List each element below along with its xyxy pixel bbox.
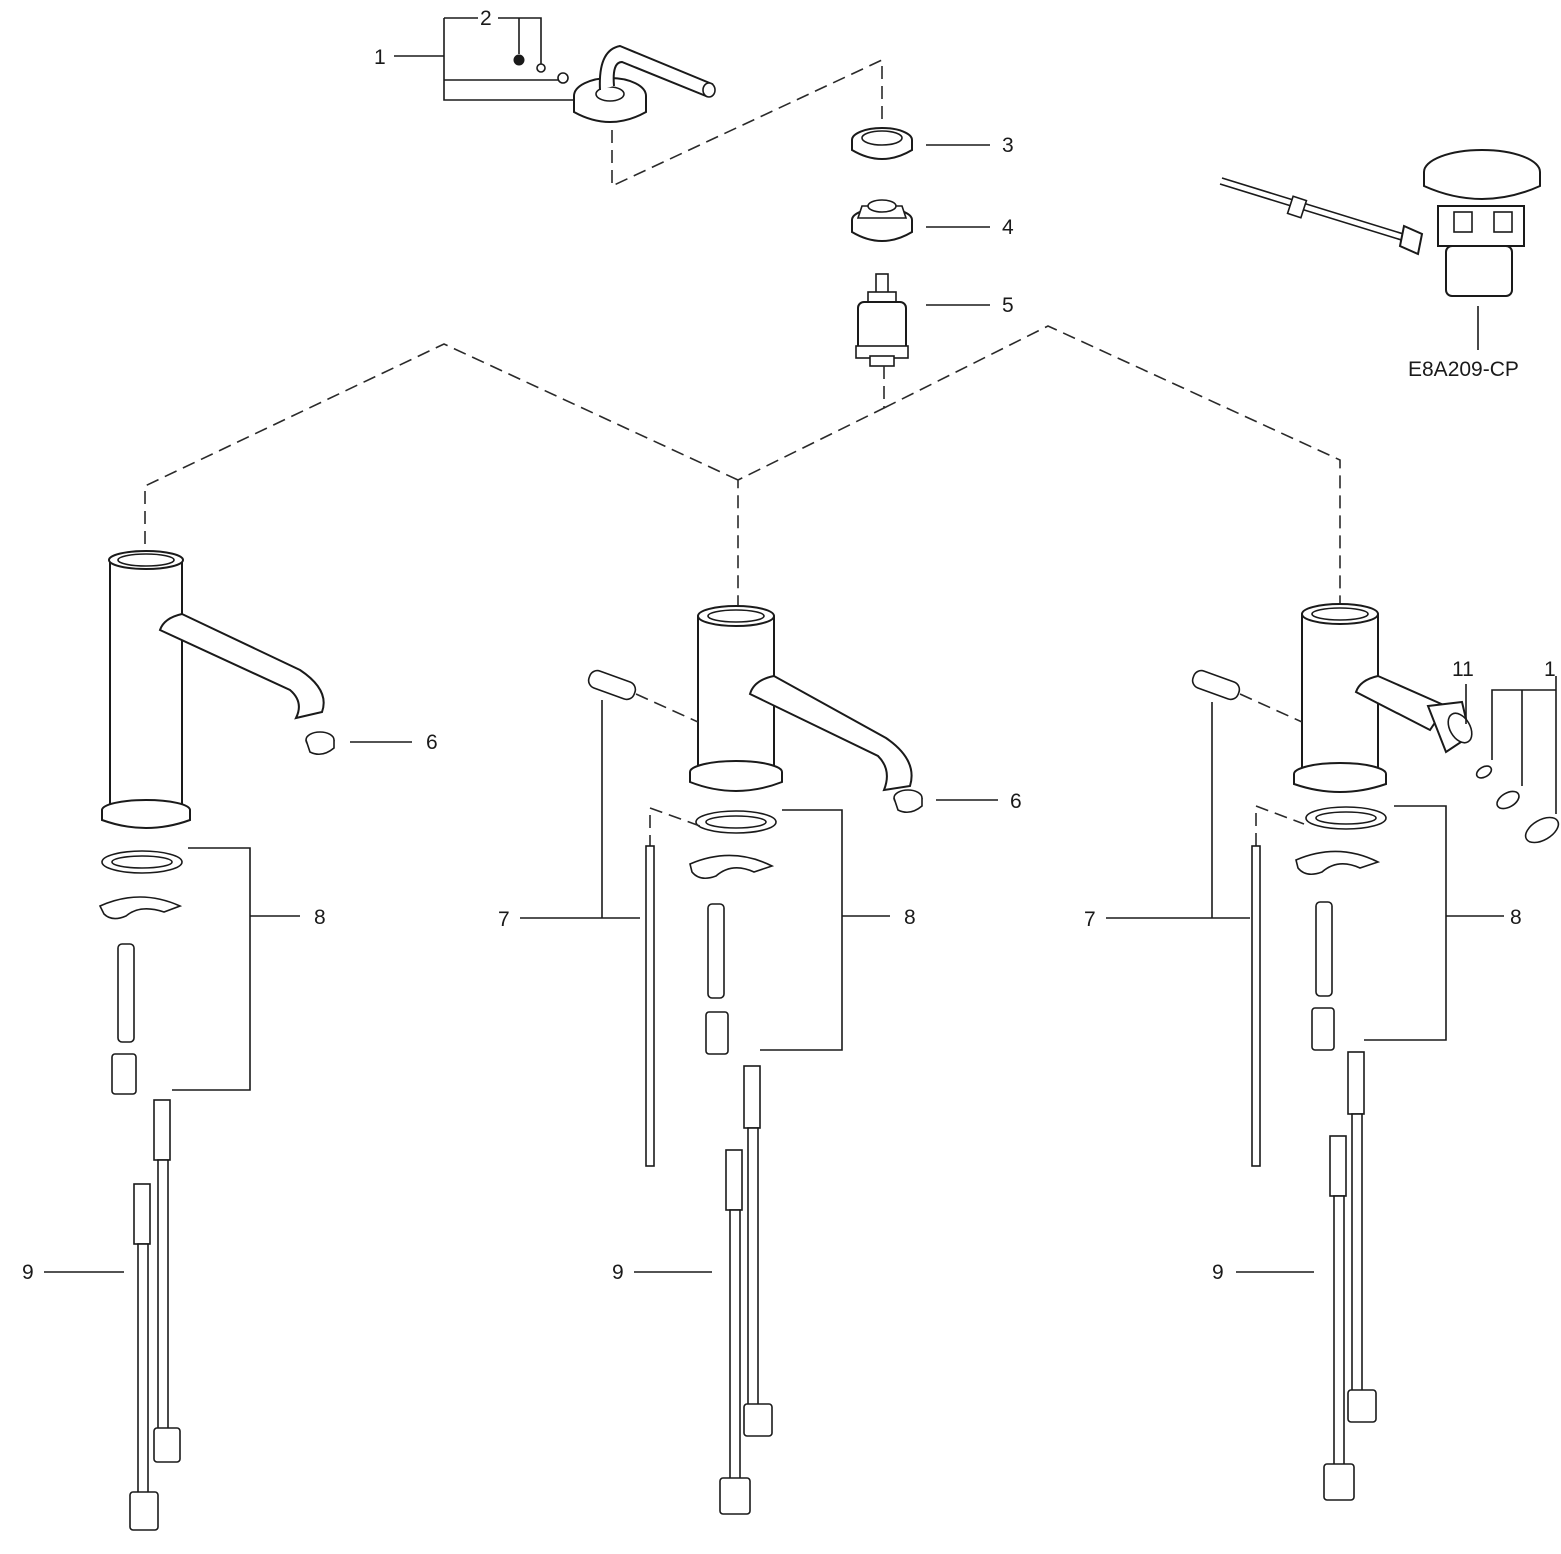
callout-4-label: 4 [1002, 216, 1014, 239]
callout-7-right-label: 7 [1084, 908, 1096, 931]
callout-11: 11 [1452, 658, 1474, 724]
callout-5-label: 5 [1002, 294, 1014, 317]
pop-up-rod-center [587, 669, 699, 723]
waste-rod-right [1251, 804, 1305, 1167]
callout-8-center-label: 8 [904, 906, 916, 929]
callout-7-center: 7 [498, 700, 640, 931]
callout-7-center-label: 7 [498, 908, 510, 931]
flexible-hoses-right [1323, 1051, 1377, 1501]
callout-3: 3 [926, 134, 1014, 157]
lever-handle [573, 44, 716, 123]
mixer-body-standard [689, 605, 913, 792]
fixing-kit-center [689, 810, 777, 1055]
callout-9-right-label: 9 [1212, 1261, 1224, 1284]
click-clack-waste [1219, 149, 1541, 297]
pop-up-rod-right [1191, 669, 1303, 723]
waste-part-code: E8A209-CP [1408, 358, 1519, 381]
aerator-left [305, 731, 335, 756]
callout-8-center: 8 [760, 809, 916, 1051]
cover-ring [851, 127, 913, 160]
locking-nut [851, 199, 913, 242]
callout-6-center-label: 6 [1010, 790, 1022, 813]
callout-6-left: 6 [350, 731, 438, 754]
swivel-spray-head [1426, 700, 1473, 754]
callout-1: 1 [374, 17, 574, 101]
mixer-body-bidet [1293, 603, 1448, 793]
callout-9-center: 9 [612, 1261, 712, 1284]
flexible-hoses-left [129, 1099, 181, 1531]
assembly-guide-handle [611, 58, 883, 188]
callout-2-label: 2 [480, 7, 492, 30]
waste-rod-center [645, 806, 701, 1167]
callout-1-label: 1 [374, 46, 386, 69]
callout-6-center: 6 [936, 790, 1022, 813]
spray-seals [1475, 765, 1560, 844]
callout-4: 4 [926, 216, 1014, 239]
callout-8-right-label: 8 [1510, 906, 1522, 929]
callout-7-right: 7 [1084, 702, 1250, 931]
callout-8-left-label: 8 [314, 906, 326, 929]
mixer-body-tall [101, 550, 325, 829]
aerator-center [893, 789, 923, 814]
assembly-guide-cartridge [144, 325, 1341, 606]
waste-callout: E8A209-CP [1408, 306, 1519, 381]
callout-8-right: 8 [1364, 805, 1522, 1041]
ceramic-cartridge [855, 273, 909, 367]
fixing-kit-left [98, 850, 183, 1095]
callout-9-center-label: 9 [612, 1261, 624, 1284]
fixing-kit-right [1295, 806, 1387, 1051]
callout-9-left: 9 [22, 1261, 124, 1284]
flexible-hoses-center [719, 1065, 773, 1515]
callout-11-label: 11 [1452, 658, 1474, 681]
callout-9-left-label: 9 [22, 1261, 34, 1284]
callout-10: 1 [1491, 658, 1557, 814]
callout-5: 5 [926, 294, 1014, 317]
callout-3-label: 3 [1002, 134, 1014, 157]
callout-2: 2 [480, 7, 542, 64]
callout-8-left: 8 [172, 847, 326, 1091]
grub-screws [513, 54, 569, 84]
callout-6-left-label: 6 [426, 731, 438, 754]
callout-9-right: 9 [1212, 1261, 1314, 1284]
callout-10-label: 1 [1544, 658, 1556, 681]
